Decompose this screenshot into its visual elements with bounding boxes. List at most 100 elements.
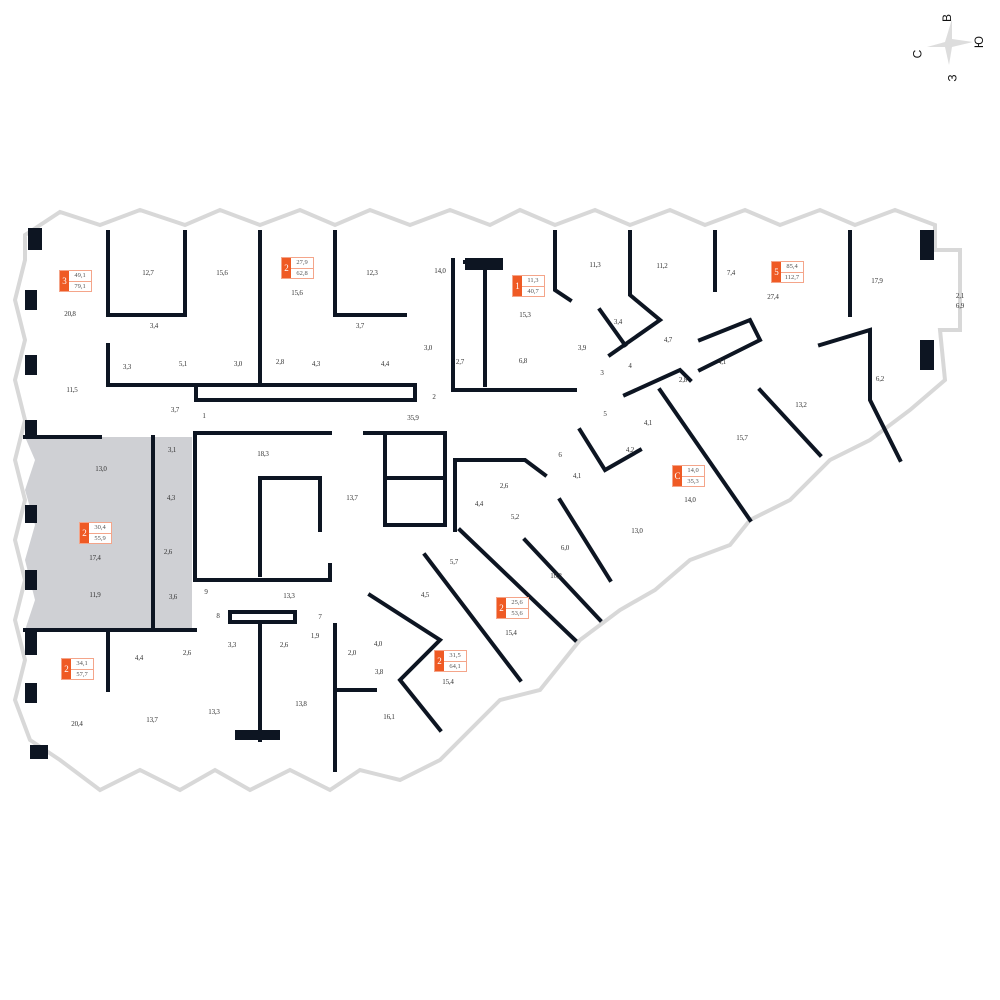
room-area-label: 3,9 [577, 344, 587, 352]
room-area-label: 13,0 [95, 465, 107, 473]
room-area-label: 12,7 [142, 269, 154, 277]
room-area-label: 5,1 [178, 360, 188, 368]
room-area-label: 2,8 [678, 376, 688, 384]
living-area: 14,0 [682, 466, 704, 477]
room-area-label: 11,9 [89, 591, 101, 599]
room-area-label: 3,3 [122, 363, 132, 371]
room-count: 5 [772, 262, 781, 282]
compass-west: З [945, 74, 960, 82]
room-area-label: 9 [204, 588, 208, 596]
total-area: 64,1 [449, 662, 461, 670]
room-area-label: 15,6 [216, 269, 228, 277]
total-area: 53,6 [511, 609, 523, 617]
room-area-label: 8 [216, 612, 220, 620]
room-area-label: 2,7 [455, 358, 465, 366]
room-area-label: 4,4 [134, 654, 144, 662]
total-area: 40,7 [527, 287, 539, 295]
room-area-label: 15,4 [505, 629, 517, 637]
room-area-label: 15,6 [291, 289, 303, 297]
living-area: 30,4 [89, 523, 111, 534]
room-area-label: 3 [600, 369, 604, 377]
room-area-label: 6,9 [955, 302, 965, 310]
room-area-label: 13,0 [631, 527, 643, 535]
room-area-label: 15,4 [442, 678, 454, 686]
room-area-label: 14,0 [434, 267, 446, 275]
room-count: 3 [60, 271, 69, 291]
room-area-label: 1,9 [310, 632, 320, 640]
room-area-label: 7,4 [726, 269, 736, 277]
room-area-label: 4,4 [380, 360, 390, 368]
room-count: С [673, 466, 682, 486]
walls [23, 230, 903, 772]
room-area-label: 10,2 [550, 572, 562, 580]
compass: С В Ю З [905, 5, 995, 90]
room-area-label: 3,0 [423, 344, 433, 352]
room-area-label: 5,2 [510, 513, 520, 521]
room-area-label: 4,7 [663, 336, 673, 344]
room-area-label: 3,7 [355, 322, 365, 330]
living-area: 34,1 [71, 659, 93, 670]
room-area-label: 15,7 [736, 434, 748, 442]
room-area-label: 4,1 [572, 472, 582, 480]
room-area-label: 6,2 [875, 375, 885, 383]
room-area-label: 3,8 [374, 668, 384, 676]
room-count: 2 [497, 598, 506, 618]
room-area-label: 4,1 [717, 358, 727, 366]
room-count: 2 [62, 659, 71, 679]
room-area-label: 5 [603, 410, 607, 418]
room-area-label: 2,6 [279, 641, 289, 649]
compass-north: С [910, 49, 925, 59]
room-area-label: 13,7 [146, 716, 158, 724]
room-area-label: 13,2 [795, 401, 807, 409]
total-area: 62,8 [296, 269, 308, 277]
room-area-label: 20,4 [71, 720, 83, 728]
living-area: 49,1 [69, 271, 91, 282]
room-area-label: 2,8 [275, 358, 285, 366]
room-area-label: 2,6 [163, 548, 173, 556]
total-area: 55,9 [94, 534, 106, 542]
room-area-label: 1 [202, 412, 206, 420]
room-area-label: 13,8 [295, 700, 307, 708]
room-count: 1 [513, 276, 522, 296]
room-area-label: 4 [628, 362, 632, 370]
room-area-label: 15,3 [519, 311, 531, 319]
room-area-label: 7 [318, 613, 322, 621]
facade-outline [12, 207, 962, 793]
wall-piers [25, 228, 934, 759]
room-area-label: 3,4 [613, 318, 623, 326]
room-area-label: 6 [558, 451, 562, 459]
total-area: 79,1 [74, 282, 86, 290]
room-area-label: 4,0 [373, 640, 383, 648]
living-area: 85,4 [781, 262, 803, 273]
room-area-label: 20,8 [64, 310, 76, 318]
living-area: 31,5 [444, 651, 466, 662]
room-area-label: 5,7 [449, 558, 459, 566]
room-area-label: 2,0 [347, 649, 357, 657]
room-count: 2 [80, 523, 89, 543]
room-count: 2 [435, 651, 444, 671]
room-area-label: 14,0 [684, 496, 696, 504]
compass-star-icon [927, 19, 973, 65]
room-area-label: 11,3 [589, 261, 601, 269]
room-area-label: 18,3 [257, 450, 269, 458]
living-area: 25,6 [506, 598, 528, 609]
room-count: 2 [282, 258, 291, 278]
room-area-label: 4,2 [625, 446, 635, 454]
room-area-label: 3,3 [227, 641, 237, 649]
room-area-label: 3,4 [149, 322, 159, 330]
room-area-label: 27,4 [767, 293, 779, 301]
